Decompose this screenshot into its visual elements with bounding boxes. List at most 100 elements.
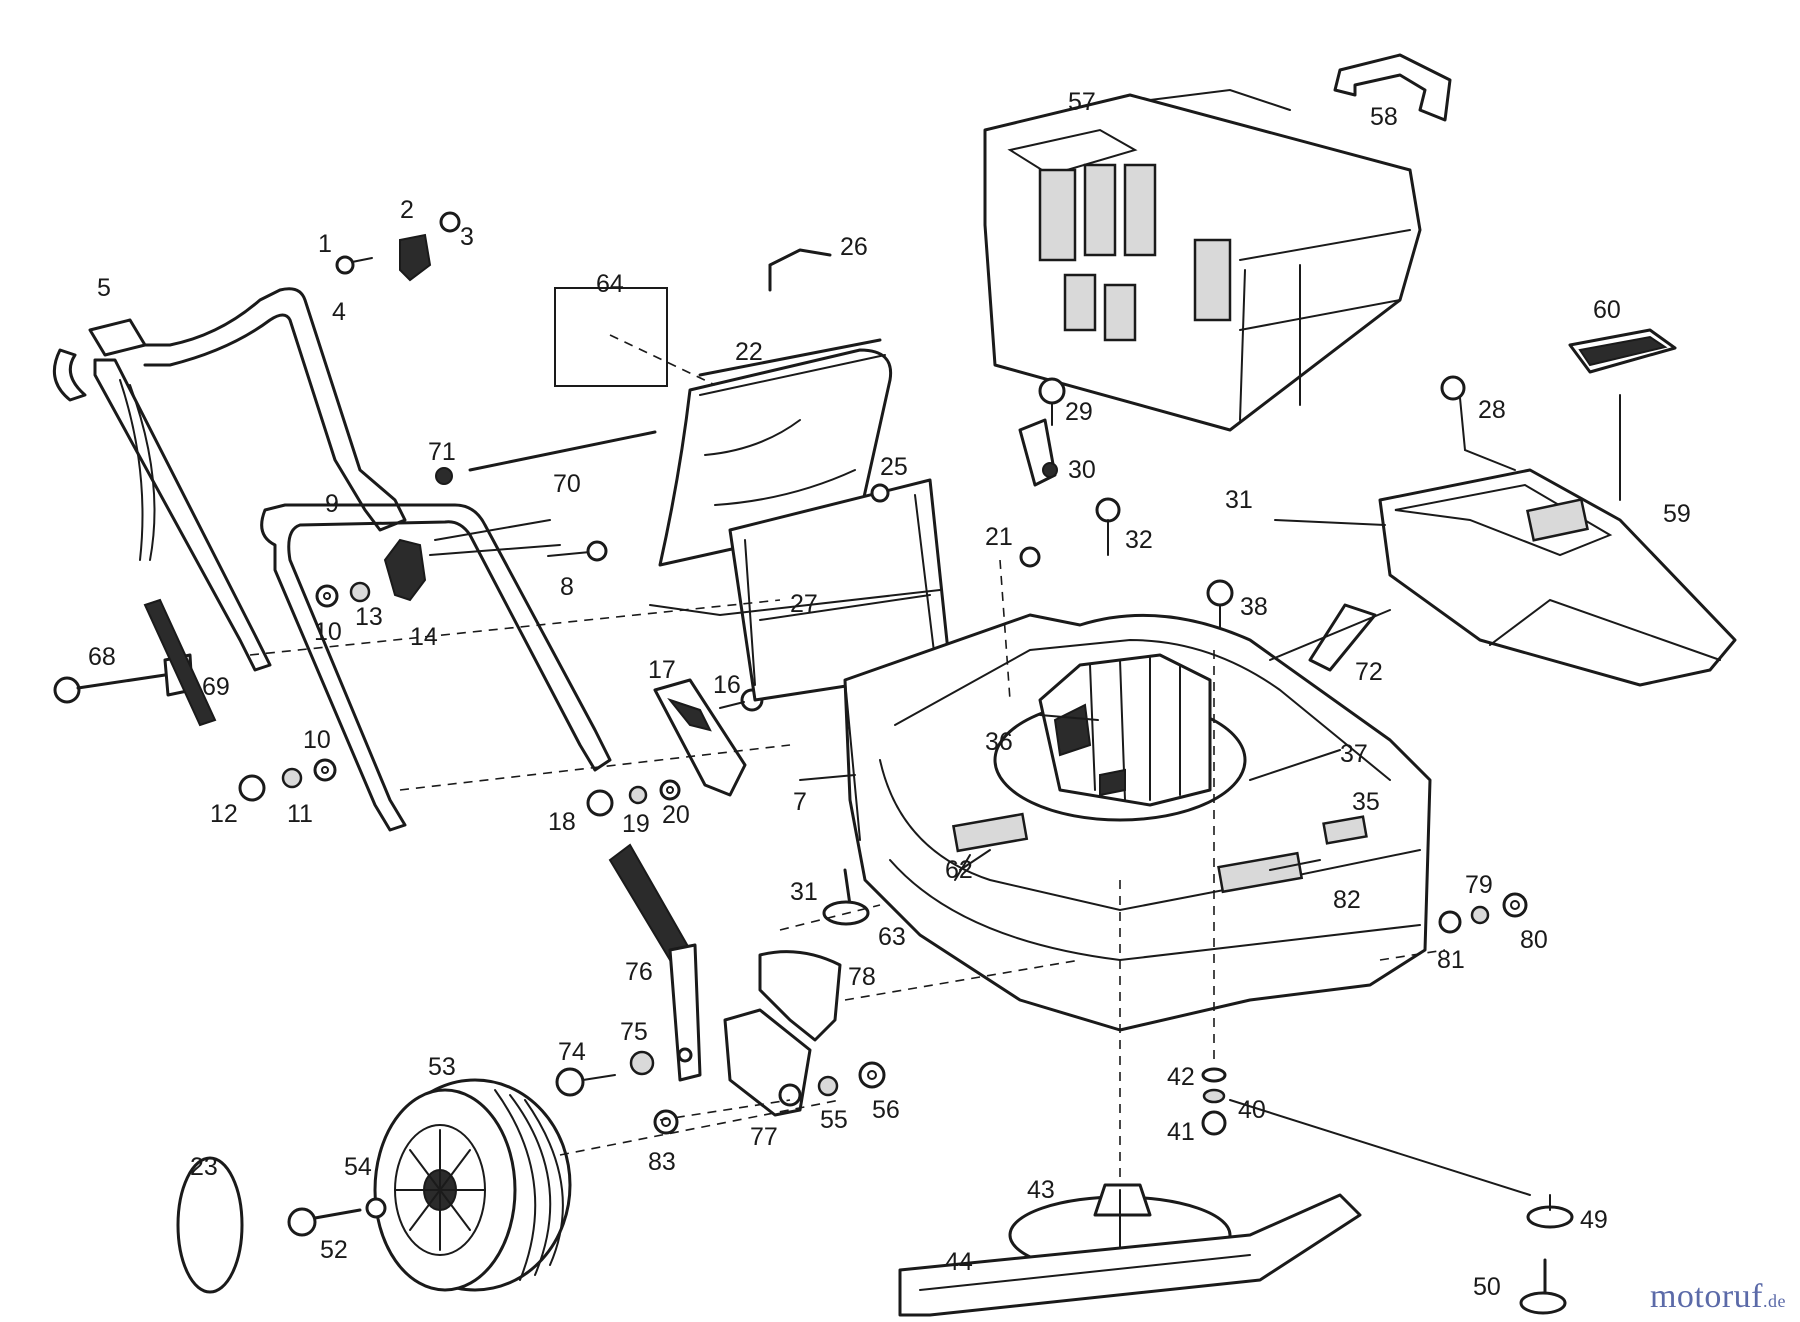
lower-handle [260,503,612,832]
part-label-72: 72 [1355,658,1383,686]
part-label-27: 27 [790,590,818,618]
nut-3 [439,211,461,233]
part-label-26: 26 [840,233,868,261]
part-label-59: 59 [1663,500,1691,528]
part-label-18: 18 [548,808,576,836]
part-label-7: 7 [793,788,807,816]
part-label-76: 76 [625,958,653,986]
motor-36-37 [993,653,1247,822]
spring-26 [768,248,832,292]
part-label-41: 41 [1167,1118,1195,1146]
clamp-2 [399,233,432,282]
plate-78 [758,950,842,1042]
part-label-80: 80 [1520,926,1548,954]
bracket-17 [653,678,747,797]
part-label-83: 83 [648,1148,676,1176]
part-label-40: 40 [1238,1096,1266,1124]
part-label-10b: 10 [303,726,331,754]
watermark-tld: .de [1763,1291,1786,1311]
part-label-81: 81 [1437,946,1465,974]
part-label-50: 50 [1473,1273,1501,1301]
part-label-49: 49 [1580,1206,1608,1234]
part-label-13: 13 [355,603,383,631]
nuts-10-11-12 [238,758,337,802]
part-label-44: 44 [945,1248,973,1276]
washer-10a [315,584,339,608]
part-label-69: 69 [202,673,230,701]
part-label-21: 21 [985,523,1013,551]
part-label-38: 38 [1240,593,1268,621]
part-label-55: 55 [820,1106,848,1134]
part-label-2: 2 [400,196,414,224]
part-label-22: 22 [735,338,763,366]
bolt-52-washer-54 [287,1197,387,1237]
part-label-42: 42 [1167,1063,1195,1091]
part-label-63: 63 [878,923,906,951]
part-label-30: 30 [1068,456,1096,484]
part-label-82: 82 [1333,886,1361,914]
label-64 [554,287,668,387]
watermark-main: motoruf [1649,1278,1763,1315]
part-label-23: 23 [190,1153,218,1181]
clip-72 [1308,603,1377,672]
part-label-52: 52 [320,1236,348,1264]
part-label-43: 43 [1027,1176,1055,1204]
screw-49-50 [1519,1194,1574,1315]
switch-29-30 [1018,377,1066,487]
part-label-4: 4 [332,298,346,326]
part-label-56: 56 [872,1096,900,1124]
part-label-36: 36 [985,728,1013,756]
part-label-79: 79 [1465,871,1493,899]
part-label-31-front: 31 [790,878,818,906]
part-label-19: 19 [622,810,650,838]
part-label-25: 25 [880,453,908,481]
part-label-11: 11 [287,800,313,828]
part-label-31-top: 31 [1225,486,1253,514]
part-label-64: 64 [596,270,624,298]
part-label-28: 28 [1478,396,1506,424]
part-label-68: 68 [88,643,116,671]
part-label-58: 58 [1370,103,1398,131]
part-label-5: 5 [97,274,111,302]
upper-handle [52,287,407,672]
bolt-8 [547,540,608,562]
handle-58 [1333,53,1452,122]
parts-18-19-20 [586,779,681,817]
handle-knob-14 [383,538,427,602]
screw-31-front [822,868,870,926]
part-label-3: 3 [460,223,474,251]
part-label-20: 20 [662,801,690,829]
part-label-16: 16 [713,671,741,699]
part-labels: 1 2 3 4 5 7 8 9 10 10 11 12 13 14 16 17 … [88,88,1691,1301]
watermark-logo: motoruf.de [1650,1278,1786,1316]
wheel-53 [373,1078,572,1292]
grass-box-57 [983,88,1422,432]
part-label-53: 53 [428,1053,456,1081]
part-label-9: 9 [325,490,339,518]
part-label-12: 12 [210,800,238,828]
assembly-lines [249,334,1621,1196]
nut-71 [435,467,453,485]
part-label-74: 74 [558,1038,586,1066]
part-label-60: 60 [1593,296,1621,324]
part-label-32: 32 [1125,526,1153,554]
part-label-54: 54 [344,1153,372,1181]
filter-60 [1568,328,1677,374]
nuts-55-56 [817,1061,886,1097]
part-label-75: 75 [620,1018,648,1046]
deck [843,613,1432,1032]
blade-44 [898,1193,1362,1317]
adjuster-68-69 [53,598,217,727]
screw-32 [1095,497,1121,556]
screw-1 [335,255,373,275]
motor-cover-59 [1378,468,1737,687]
rod-70 [468,430,657,472]
washer-83 [653,1109,679,1135]
part-label-71: 71 [428,438,456,466]
part-label-57: 57 [1068,88,1096,116]
screw-28 [1440,375,1516,471]
part-label-62: 62 [945,856,973,884]
part-label-8: 8 [560,573,574,601]
screw-21 [1019,546,1041,568]
cap-23 [176,1156,244,1294]
